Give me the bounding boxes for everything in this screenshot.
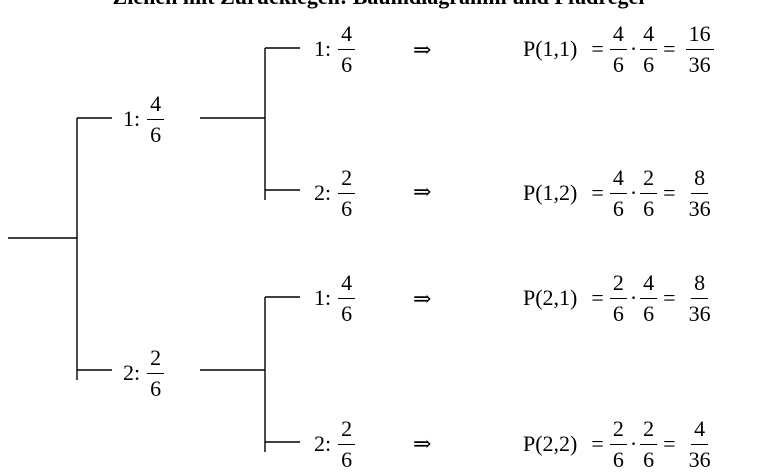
denominator: 6 xyxy=(643,195,655,221)
numerator: 4 xyxy=(640,271,658,299)
implies-arrow: ⇒ xyxy=(413,180,432,205)
outcome: 2: xyxy=(314,431,332,456)
numerator: 8 xyxy=(691,166,709,194)
event-label: P(1,2) xyxy=(523,180,578,205)
implies-arrow: ⇒ xyxy=(413,38,432,63)
denominator: 36 xyxy=(688,300,711,326)
denominator: 36 xyxy=(688,51,711,77)
implies-arrow: ⇒ xyxy=(413,287,432,312)
equals-sign: = xyxy=(591,36,604,61)
numerator: 4 xyxy=(691,417,709,445)
numerator: 4 xyxy=(338,271,356,299)
numerator: 4 xyxy=(640,22,658,50)
numerator: 4 xyxy=(338,22,356,50)
denominator: 6 xyxy=(150,121,162,147)
denominator: 36 xyxy=(688,446,711,472)
denominator: 6 xyxy=(643,300,655,326)
equals-sign: = xyxy=(591,431,604,456)
level1-label-2: 2: 2 6 xyxy=(123,342,165,404)
equals-sign: = xyxy=(591,180,604,205)
equals-sign: = xyxy=(663,180,676,205)
outcome: 2: xyxy=(314,180,332,205)
outcome: 1: xyxy=(123,106,141,131)
numerator: 2 xyxy=(640,417,658,445)
denominator: 36 xyxy=(688,195,711,221)
equals-sign: = xyxy=(663,285,676,310)
level2-label-2: 2: 2 6 xyxy=(314,162,356,224)
denominator: 6 xyxy=(612,195,624,221)
outcome: 1: xyxy=(314,36,332,61)
level2-label-3: 1: 4 6 xyxy=(314,267,356,329)
level2-label-1: 1: 4 6 xyxy=(314,18,356,80)
numerator: 2 xyxy=(338,166,356,194)
denominator: 6 xyxy=(612,446,624,472)
event-label: P(2,2) xyxy=(523,431,578,456)
numerator: 4 xyxy=(147,92,165,120)
equals-sign: = xyxy=(663,36,676,61)
probability-fraction: 4 6 xyxy=(338,271,356,326)
numerator: 16 xyxy=(685,22,714,50)
level2-label-4: 2: 2 6 xyxy=(314,413,356,475)
event-label: P(1,1) xyxy=(523,36,578,61)
denominator: 6 xyxy=(341,446,353,472)
times-dot: · xyxy=(629,285,638,310)
times-dot: · xyxy=(629,431,638,456)
numerator: 4 xyxy=(609,166,627,194)
denominator: 6 xyxy=(341,195,353,221)
denominator: 6 xyxy=(643,446,655,472)
denominator: 6 xyxy=(643,51,655,77)
numerator: 2 xyxy=(640,166,658,194)
times-dot: · xyxy=(629,36,638,61)
numerator: 2 xyxy=(338,417,356,445)
probability-fraction: 2 6 xyxy=(147,346,165,401)
numerator: 2 xyxy=(147,346,165,374)
denominator: 6 xyxy=(341,300,353,326)
probability-fraction: 4 6 xyxy=(147,92,165,147)
probability-fraction: 2 6 xyxy=(338,166,356,221)
implies-arrow: ⇒ xyxy=(413,432,432,457)
level1-label-1: 1: 4 6 xyxy=(123,88,165,150)
denominator: 6 xyxy=(612,51,624,77)
diagram-title: Ziehen mit Zurücklegen: Baumdiagramm und… xyxy=(0,0,757,9)
equals-sign: = xyxy=(663,431,676,456)
denominator: 6 xyxy=(612,300,624,326)
denominator: 6 xyxy=(341,51,353,77)
times-dot: · xyxy=(629,180,638,205)
probability-fraction: 4 6 xyxy=(338,22,356,77)
probability-fraction: 2 6 xyxy=(338,417,356,472)
numerator: 8 xyxy=(691,271,709,299)
numerator: 2 xyxy=(609,417,627,445)
numerator: 2 xyxy=(609,271,627,299)
event-label: P(2,1) xyxy=(523,285,578,310)
outcome: 1: xyxy=(314,285,332,310)
outcome: 2: xyxy=(123,360,141,385)
equals-sign: = xyxy=(591,285,604,310)
numerator: 4 xyxy=(609,22,627,50)
denominator: 6 xyxy=(150,375,162,401)
